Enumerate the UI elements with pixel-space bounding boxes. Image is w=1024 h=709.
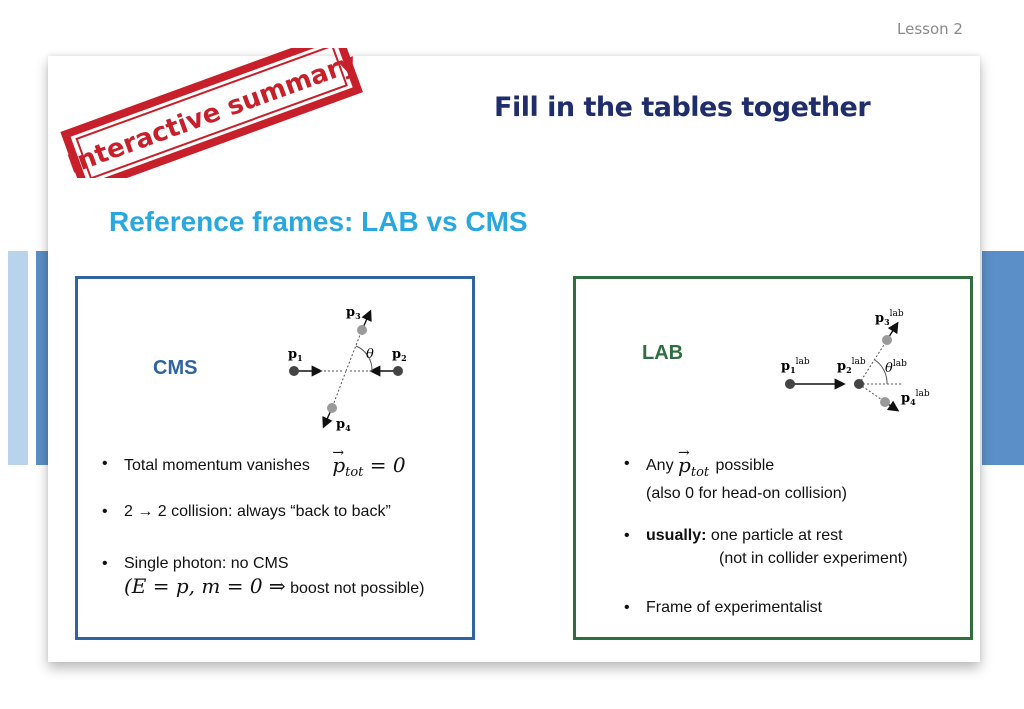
svg-text:p3: p3 (346, 305, 361, 321)
left-decor-bar-dark (36, 251, 48, 465)
cms-bullet-2: • 2 → 2 collision: always “back to back” (102, 503, 391, 520)
lab-bullet-3: • Frame of experimentalist (624, 599, 823, 616)
lab-bullet-2: • usually: one particle at rest (not in … (624, 527, 908, 567)
lab-collision-diagram: p1lab p2lab p3lab p4lab θlab (781, 309, 930, 412)
lab-label: LAB (642, 342, 684, 364)
cms-bullet-1: • Total momentum vanishes p→tot = 0 (102, 445, 406, 480)
lab-panel (573, 276, 973, 640)
svg-text:p4lab: p4lab (901, 389, 930, 407)
svg-text:p3lab: p3lab (875, 309, 904, 327)
svg-text:θlab: θlab (885, 359, 907, 376)
svg-text:p4: p4 (336, 417, 351, 433)
left-decor-bar-light (8, 251, 28, 465)
svg-text:θ: θ (366, 347, 374, 362)
cms-panel (75, 276, 475, 640)
lab-bullet-1: • Any p→tot possible (also 0 for head-on… (624, 445, 847, 502)
lesson-number: Lesson 2 (897, 20, 963, 38)
svg-text:p2: p2 (392, 347, 407, 363)
stamp-text: Interactive summary (64, 48, 360, 178)
right-decor-bar (982, 251, 1024, 465)
cms-bullet-3: • Single photon: no CMS (E = p, m = 0 ⇒ … (102, 555, 425, 598)
slide-title: Fill in the tables together (494, 92, 871, 123)
slide-subtitle: Reference frames: LAB vs CMS (109, 206, 528, 237)
interactive-summary-stamp: Interactive summary (60, 48, 363, 178)
svg-text:p1: p1 (288, 347, 303, 363)
cms-label: CMS (153, 357, 198, 379)
cms-collision-diagram: p1 p2 p3 p4 θ (288, 305, 407, 433)
svg-text:p1lab: p1lab (781, 357, 810, 375)
svg-text:p2lab: p2lab (837, 357, 866, 375)
